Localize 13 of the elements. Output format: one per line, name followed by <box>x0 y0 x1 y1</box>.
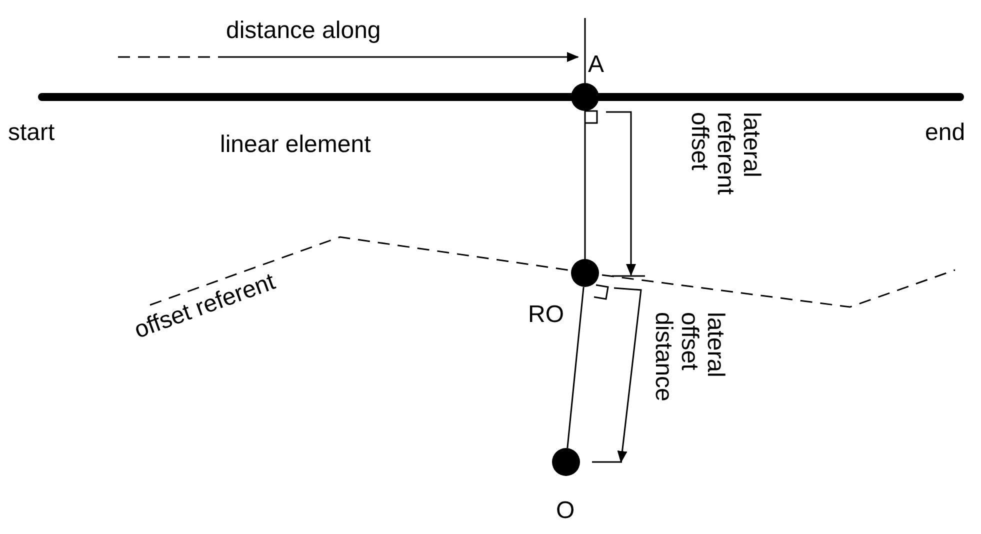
point-dot <box>552 448 580 476</box>
line-label: linear element <box>220 132 371 158</box>
connector-line <box>566 286 584 448</box>
dimension-label: lateral offset distance <box>650 312 728 404</box>
point-dot <box>571 259 599 287</box>
dimension-label: lateral referent offset <box>686 112 764 197</box>
end-label: end <box>925 120 966 146</box>
connector-line <box>584 111 586 259</box>
dimension-label: distance along <box>226 18 381 44</box>
point-label: A <box>588 52 604 78</box>
point-label: RO <box>528 302 564 328</box>
end-label: start <box>8 120 55 146</box>
point-label: O <box>556 498 575 524</box>
